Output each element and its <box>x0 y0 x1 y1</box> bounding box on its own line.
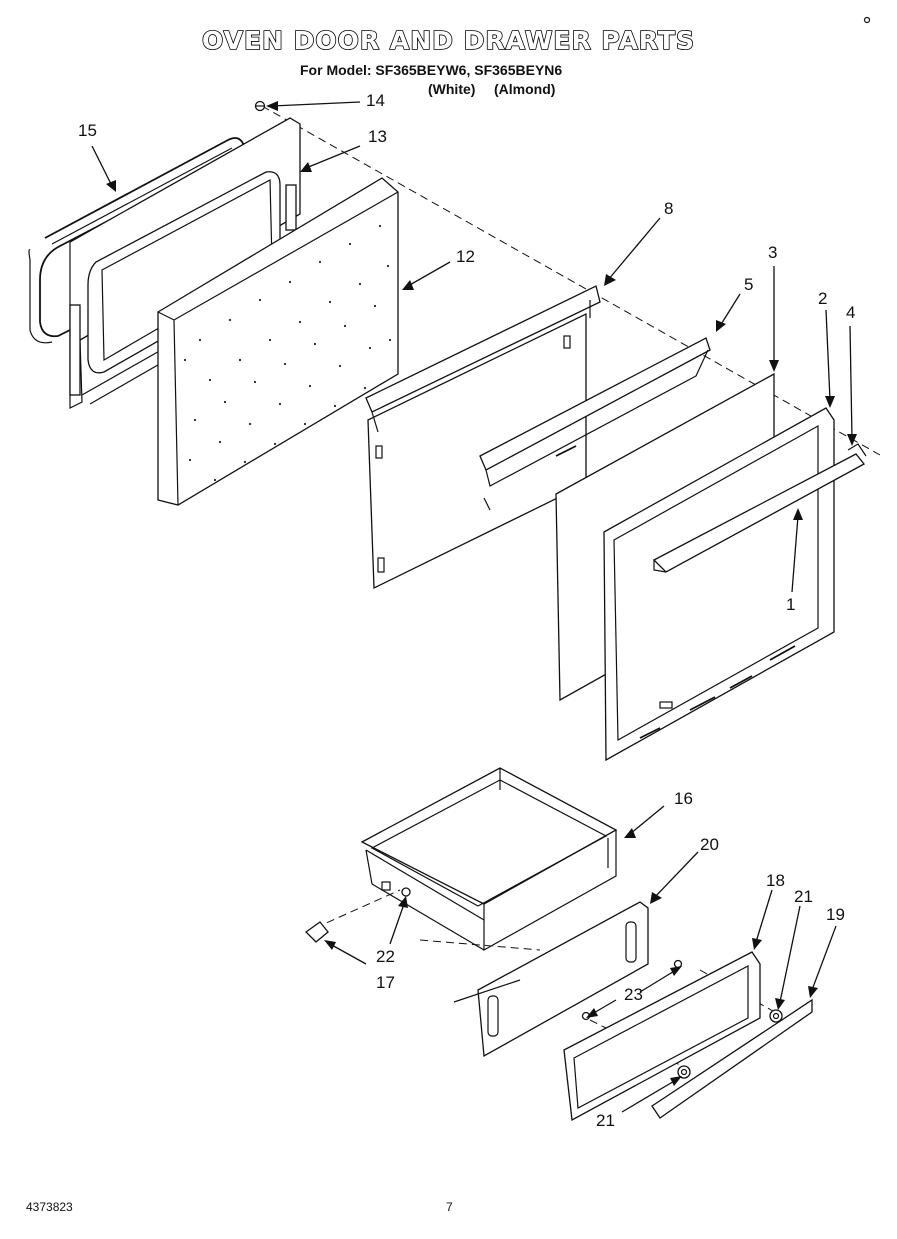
callout-17: 17 <box>376 973 395 992</box>
part-15-door-gasket <box>28 137 245 344</box>
part-12-insulation-pad <box>157 177 399 506</box>
callout-8: 8 <box>664 199 674 218</box>
page-number: 7 <box>446 1200 453 1214</box>
callout-23: 23 <box>624 985 643 1004</box>
part-22-screw <box>401 887 411 897</box>
callout-13: 13 <box>368 127 387 146</box>
part-20-drawer-front <box>453 901 649 1058</box>
callout-20: 20 <box>700 835 719 854</box>
part-19-trim-strip <box>651 998 813 1119</box>
callout-22: 22 <box>376 947 395 966</box>
page-title: OVEN DOOR AND DRAWER PARTS <box>201 25 695 56</box>
callout-1: 1 <box>786 595 796 614</box>
color-note-almond: (Almond) <box>494 81 556 97</box>
part-16-drawer-body <box>360 767 618 952</box>
part-21-bumpers <box>677 1009 783 1079</box>
part-13-inner-door-frame <box>69 117 301 409</box>
callout-5: 5 <box>744 275 754 294</box>
callout-18: 18 <box>766 871 785 890</box>
callout-leaders <box>91 101 857 1113</box>
part-14-screw <box>254 100 266 112</box>
model-subtitle: For Model: SF365BEYW6, SF365BEYN6 <box>300 62 563 78</box>
part-17-clip <box>304 921 329 943</box>
color-note-white: (White) <box>428 81 476 97</box>
callout-15: 15 <box>78 121 97 140</box>
corner-mark <box>863 16 871 24</box>
callout-12: 12 <box>456 247 475 266</box>
callout-2: 2 <box>818 289 828 308</box>
part-18-drawer-trim <box>563 951 761 1122</box>
callout-16: 16 <box>674 789 693 808</box>
part-23-screws <box>581 959 683 1021</box>
callout-4: 4 <box>846 303 856 322</box>
callout-21-right: 21 <box>794 887 813 906</box>
part-1-door-handle <box>652 443 867 573</box>
insulation-texture <box>183 224 392 482</box>
callout-21-left: 21 <box>596 1111 615 1130</box>
part-5-vent-channel <box>479 337 711 487</box>
doc-number: 4373823 <box>26 1200 73 1214</box>
callout-14: 14 <box>366 91 385 110</box>
callout-19: 19 <box>826 905 845 924</box>
callout-3: 3 <box>768 243 778 262</box>
